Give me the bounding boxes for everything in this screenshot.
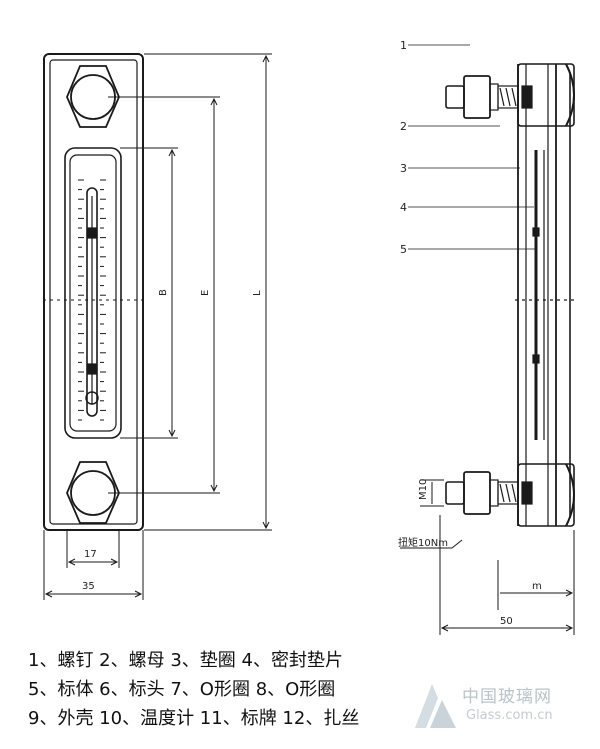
front-view <box>43 53 144 531</box>
watermark-logo-icon <box>415 684 456 728</box>
legend-line: 9、外壳 10、温度计 11、标牌 12、扎丝 <box>28 708 360 729</box>
front-dimensions <box>43 53 272 600</box>
callout-4: 4 <box>400 201 407 214</box>
side-dimensions <box>400 479 575 635</box>
dim-thread-label: M10 <box>418 479 429 500</box>
side-view <box>445 63 575 527</box>
watermark: 中国玻璃网 Glass.com.cn <box>410 678 580 738</box>
watermark-subtitle: Glass.com.cn <box>466 708 553 723</box>
dim-torque-label: 扭矩10Nm <box>398 536 448 549</box>
dim-l-label: L <box>252 290 263 296</box>
dim-width-outer-label: 35 <box>82 581 95 592</box>
callout-2: 2 <box>400 120 407 133</box>
legend-line: 5、标体 6、标头 7、O形圈 8、O形圈 <box>28 679 336 700</box>
dim-b-label: B <box>158 289 169 296</box>
callout-leaders <box>408 44 536 250</box>
legend-line: 1、螺钉 2、螺母 3、垫圈 4、密封垫片 <box>28 650 343 671</box>
dim-d2-label: 50 <box>500 616 513 627</box>
dim-d1-label: m <box>532 581 542 592</box>
callout-1: 1 <box>400 39 407 52</box>
dim-width-inner-label: 17 <box>84 549 97 560</box>
watermark-title: 中国玻璃网 <box>462 687 552 707</box>
dim-e-label: E <box>200 290 211 296</box>
callout-5: 5 <box>400 243 407 256</box>
scale-ticks <box>78 179 106 421</box>
callout-3: 3 <box>400 162 407 175</box>
parts-legend: 1、螺钉 2、螺母 3、垫圈 4、密封垫片 5、标体 6、标头 7、O形圈 8、… <box>28 646 359 733</box>
